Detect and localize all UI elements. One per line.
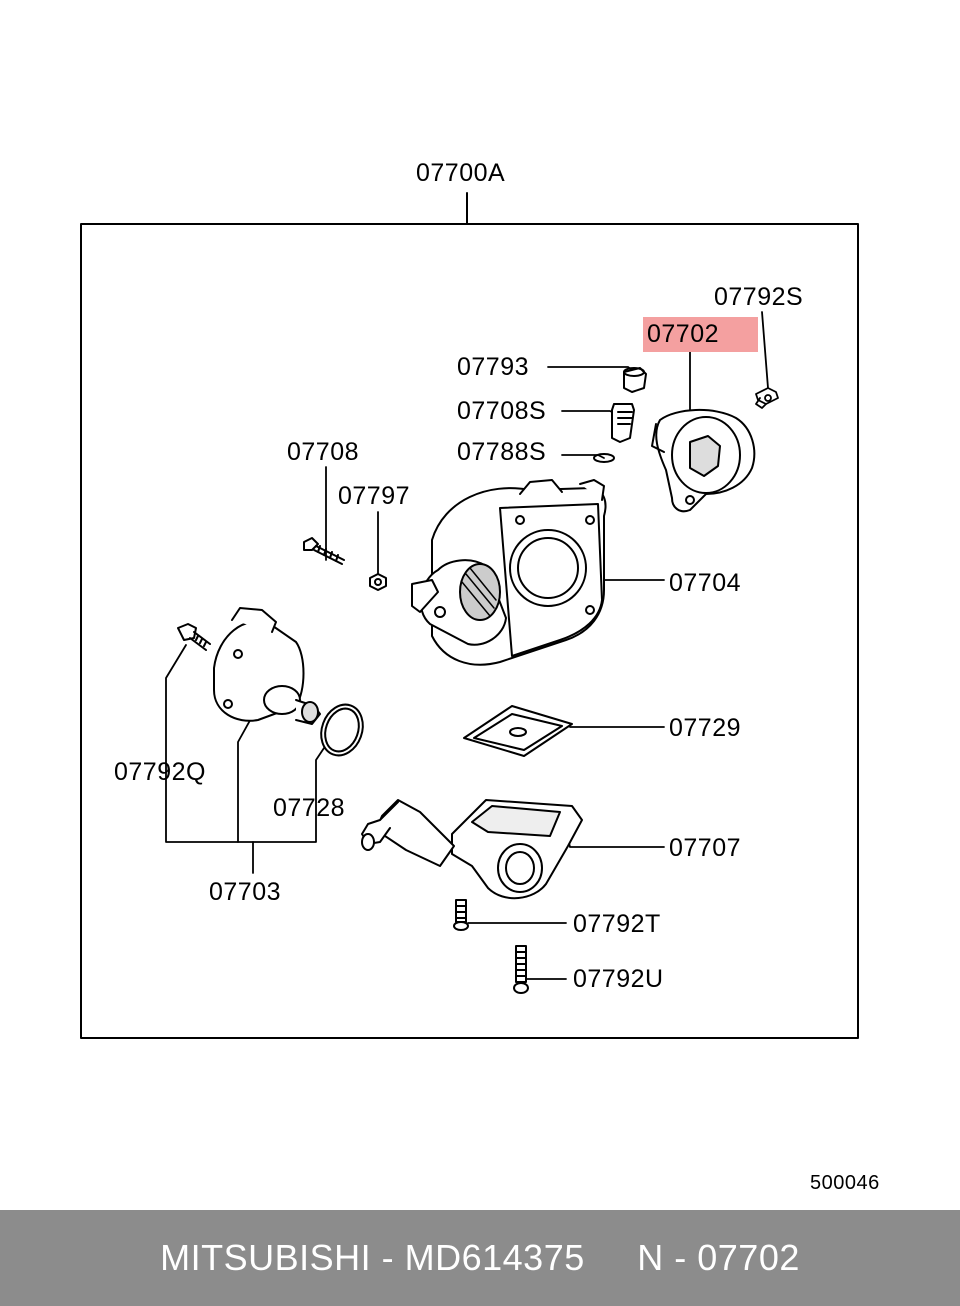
gasket-07729 — [463, 705, 573, 757]
nut-07797 — [369, 573, 387, 591]
part-label-07792U[interactable]: 07792U — [573, 965, 664, 993]
throttle-body-07704 — [411, 479, 607, 666]
exploded-parts-diagram — [80, 192, 859, 1039]
part-label-07797[interactable]: 07797 — [338, 482, 411, 510]
selected-part-highlight — [643, 317, 758, 352]
bolt-07792Q — [177, 623, 211, 651]
footer-separator-2: - — [663, 1237, 698, 1278]
part-label-07792T[interactable]: 07792T — [573, 910, 661, 938]
footer-brand: MITSUBISHI — [160, 1237, 372, 1278]
part-label-07708S[interactable]: 07708S — [457, 397, 547, 425]
part-label-07728[interactable]: 07728 — [273, 794, 346, 822]
cap-07793 — [623, 367, 647, 393]
motor-07703 — [213, 607, 321, 725]
part-label-07704[interactable]: 07704 — [669, 569, 742, 597]
screw-07708 — [303, 537, 345, 565]
sensor-07702 — [651, 409, 756, 513]
oring-07728 — [320, 703, 364, 757]
footer-position: 07702 — [697, 1237, 800, 1278]
part-label-07729[interactable]: 07729 — [669, 714, 742, 742]
part-label-07788S[interactable]: 07788S — [457, 438, 547, 466]
drawing-number: 500046 — [810, 1172, 880, 1194]
part-label-07708[interactable]: 07708 — [287, 438, 360, 466]
part-label-07702[interactable]: 07702 — [647, 320, 720, 348]
footer-separator-1: - — [371, 1237, 405, 1278]
housing-07707 — [361, 799, 583, 900]
part-label-07792Q[interactable]: 07792Q — [114, 758, 206, 786]
part-label-07703[interactable]: 07703 — [209, 878, 282, 906]
part-label-07792S[interactable]: 07792S — [714, 283, 804, 311]
assembly-label: 07700A — [416, 159, 506, 187]
footer-position-prefix: N — [637, 1237, 664, 1278]
part-label-07707[interactable]: 07707 — [669, 834, 742, 862]
footer-gap — [585, 1237, 638, 1279]
bolt-07792U — [513, 945, 529, 994]
footer-caption: MITSUBISHI - MD614375 N - 07702 — [0, 1210, 960, 1306]
footer-part-number: MD614375 — [404, 1237, 585, 1278]
part-label-07793[interactable]: 07793 — [457, 353, 530, 381]
bolt-07792S — [755, 387, 779, 409]
assembly-frame — [80, 223, 859, 1039]
oring-07788S — [593, 453, 615, 463]
footer-bar — [0, 1210, 960, 1306]
pin-07708S — [611, 403, 635, 443]
bolt-07792T — [453, 899, 469, 931]
